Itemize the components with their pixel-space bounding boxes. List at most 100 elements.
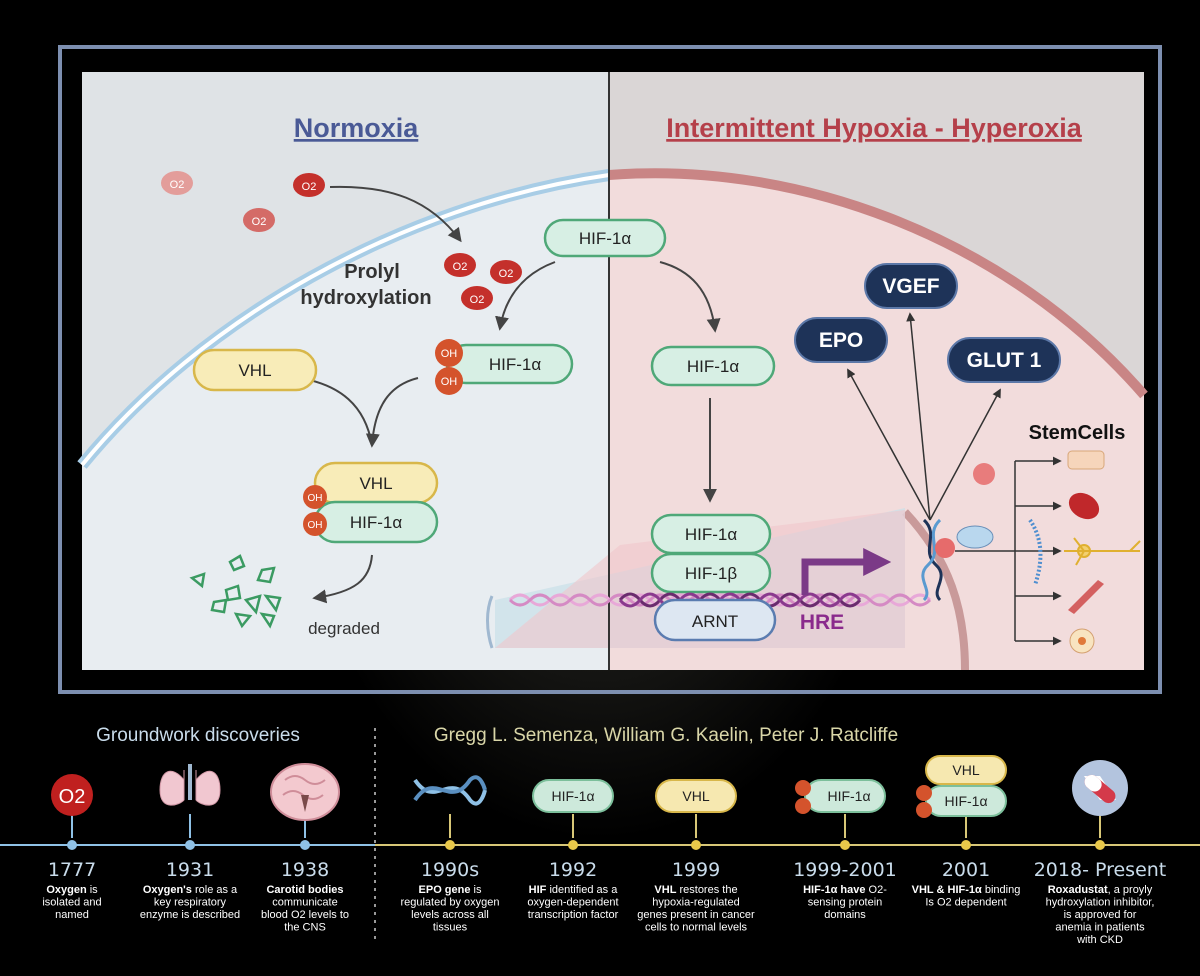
oxygen-molecule-icon: O2 [444,253,476,277]
svg-text:VGEF: VGEF [882,275,939,298]
timeline-description-line: transcription factor [528,909,619,921]
timeline-description-line: regulated by oxygen [400,897,499,909]
svg-text:HIF-1α: HIF-1α [687,357,740,376]
oxygen-arrow [329,185,462,243]
svg-text:HIF-1α: HIF-1α [944,793,987,809]
svg-text:HIF-1β: HIF-1β [685,564,738,583]
dna-icon [413,775,487,806]
svg-text:O2: O2 [470,294,485,306]
brain-icon [270,763,340,821]
timeline-description-line: isolated and [42,897,101,909]
svg-text:OH: OH [308,520,323,531]
svg-text:O2: O2 [499,268,514,280]
svg-text:HIF-1α: HIF-1α [489,355,542,374]
hypoxia-title: Intermittent Hypoxia - Hyperoxia [666,113,1083,143]
timeline-description-line: with CKD [1076,934,1123,946]
svg-text:O2: O2 [170,179,185,191]
timeline-marker [1095,840,1105,850]
vhl-binding-arrow-right [365,377,419,448]
timeline-description-line: named [55,909,89,921]
timeline-marker [840,840,850,850]
svg-text:HIF-1α: HIF-1α [551,788,594,804]
stem-cell-tree [955,456,1062,646]
timeline-marker [300,840,310,850]
timeline-description-line: domains [824,909,866,921]
hydroxyl-icon [303,485,327,509]
arnt-protein: ARNT [653,598,777,642]
stem-cells-title: StemCells [1029,422,1126,444]
svg-text:VHL: VHL [682,788,709,804]
hif-1a-hydroxylated: HIF-1α OH OH [435,339,574,395]
oxygen-molecule-icon: O2 [461,286,493,310]
oxygen-molecule-icon: O2 [243,208,275,232]
cell-icon [935,538,955,558]
oxygen-molecule-icon: O2 [161,171,193,195]
timeline-year: 1992 [549,859,597,881]
normoxia-title: Normoxia [294,113,420,143]
epithelial-cell-icon [1067,450,1105,470]
timeline-marker [445,840,455,850]
svg-text:HIF-1α: HIF-1α [350,513,403,532]
timeline-description-line: blood O2 levels to [261,909,349,921]
vhl-protein: VHL [192,348,318,392]
svg-text:O2: O2 [252,216,267,228]
hydroxyl-icon [303,512,327,536]
timeline-marker [568,840,578,850]
timeline-year: 1777 [48,859,96,881]
timeline-description-line: sensing protein [808,897,883,909]
timeline-description-line: key respiratory [154,897,227,909]
dna-helix-icon [1028,518,1043,586]
panel-frame [58,45,1162,694]
timeline-description-line: Is O2 dependent [925,897,1006,909]
svg-text:HIF-1α: HIF-1α [685,525,738,544]
timeline-description-line: oxygen-dependent [527,897,618,909]
timeline-description-line: HIF-1α have O2- [803,884,887,896]
degradation-arrow [312,554,373,604]
timeline-description-line: cells to normal levels [645,922,748,934]
timeline-description-line: the CNS [284,922,326,934]
muscle-cell-icon [1068,580,1104,614]
cell-icon [956,525,994,549]
hypoxia-arrow-1 [659,261,721,333]
vhl-pill-icon: VHL [655,779,737,813]
svg-text:O2: O2 [59,786,86,808]
target-epo [794,317,888,363]
svg-text:OH: OH [308,493,323,504]
hif-pill-icon: HIF-1α [532,779,614,813]
svg-text:VHL: VHL [359,474,392,493]
timeline-marker [67,840,77,850]
oxygen-molecule-icon: O2 [293,173,325,197]
timeline-description-line: communicate [272,897,337,909]
neuron-icon [1064,537,1141,566]
timeline-year: 1999-2001 [793,859,897,881]
svg-text:OH: OH [441,348,458,360]
degraded-label: degraded [308,619,380,638]
hydroxylation-label: hydroxylation [300,287,431,309]
timeline-description-line: Oxygen's role as a [143,884,238,896]
hif-1a-top: HIF-1α [543,218,667,258]
timeline-marker [691,840,701,850]
hif-1a-stabilized: HIF-1α [650,345,776,387]
oxygen-molecules: O2 O2 O2 O2 O2 O2 [161,171,522,310]
hif-oh-icon: HIF-1α [795,779,886,814]
timeline-description-line: hypoxia-regulated [652,897,739,909]
dna-helix-icon [921,518,943,602]
oxygen-molecule-icon: O2 [490,260,522,284]
hre-label: HRE [800,611,844,634]
transcription-arrow [801,548,892,595]
nobel-laureates-title: Gregg L. Semenza, William G. Kaelin, Pet… [434,725,898,746]
timeline-year: 2018- Present [1034,859,1167,881]
svg-text:ARNT: ARNT [692,612,738,631]
svg-text:VHL: VHL [238,361,271,380]
timeline-description-line: anemia in patients [1055,922,1145,934]
timeline-year: 1999 [672,859,720,881]
svg-text:O2: O2 [453,261,468,273]
groundwork-title: Groundwork discoveries [96,725,300,746]
